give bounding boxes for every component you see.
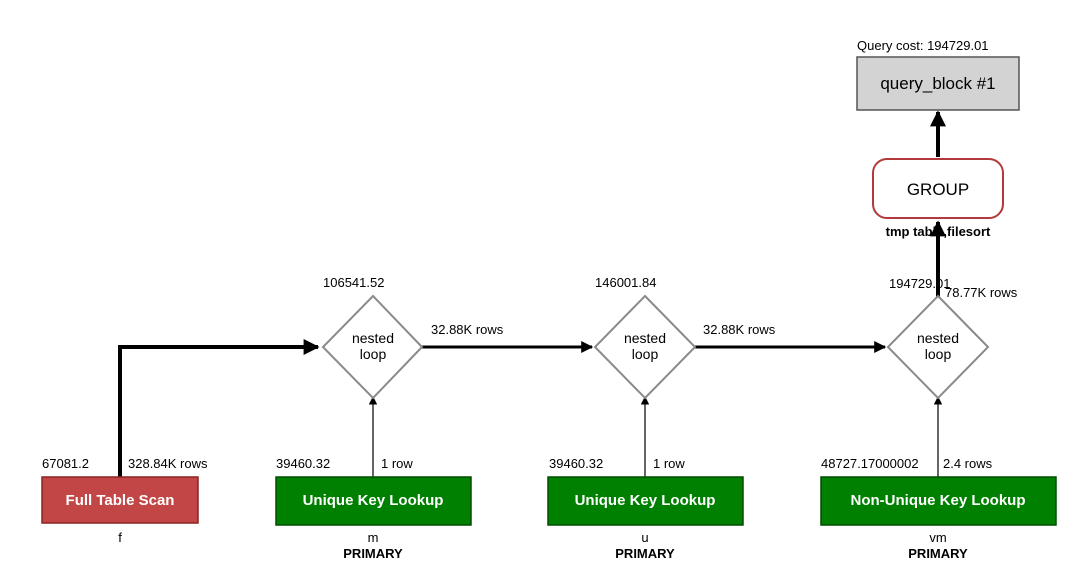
edge-rows-label: 78.77K rows [945,285,1018,300]
table-name: u [641,530,648,545]
access-rows: 1 row [653,456,685,471]
group-sublabel: tmp table,filesort [886,224,991,239]
nested-loop-diamond [321,294,424,400]
loop-cost: 106541.52 [323,275,384,290]
access-cost: 39460.32 [276,456,330,471]
unique-key-lookup-label: Unique Key Lookup [303,492,444,509]
table-name: vm [929,530,946,545]
nested-loop-node[interactable]: nested loop [321,294,424,400]
edge-scan-to-loop1 [118,339,320,477]
table-name: f [118,530,122,545]
full-table-scan-box [41,476,199,524]
access-cost: 39460.32 [549,456,603,471]
query-block-node[interactable]: query_block #1 [856,56,1020,111]
unique-key-lookup-box [547,476,744,526]
key-name: PRIMARY [615,546,675,561]
loop-cost: 194729.01 [889,276,950,291]
nested-loop-label-line1: nested [352,330,394,346]
edge-rows-label: 32.88K rows [431,322,504,337]
query-block-label: query_block #1 [880,74,995,93]
access-cost: 48727.17000002 [821,456,919,471]
nested-loop-label-line2: loop [360,346,387,362]
nested-loop-node[interactable]: nested loop [886,294,990,400]
nested-loop-label-line1: nested [624,330,666,346]
unique-key-lookup-node[interactable]: Unique Key Lookup [547,476,744,526]
nested-loop-label-line1: nested [917,330,959,346]
access-rows: 2.4 rows [943,456,993,471]
loop-cost: 146001.84 [595,275,656,290]
full-table-scan-label: Full Table Scan [66,492,175,509]
unique-key-lookup-label: Unique Key Lookup [575,492,716,509]
edge-rows-label: 32.88K rows [703,322,776,337]
full-table-scan-node[interactable]: Full Table Scan [41,476,199,524]
group-node[interactable]: GROUP [872,158,1004,219]
nested-loop-node[interactable]: nested loop [593,294,697,400]
query-block-box [856,56,1020,111]
query-cost-label: Query cost: 194729.01 [857,38,989,53]
nested-loop-diamond [886,294,990,400]
nested-loop-label-line2: loop [632,346,659,362]
key-name: PRIMARY [908,546,968,561]
access-cost: 67081.2 [42,456,89,471]
nested-loop-label-line2: loop [925,346,952,362]
non-unique-key-lookup-box [820,476,1057,526]
nested-loop-diamond [593,294,697,400]
table-name: m [368,530,379,545]
non-unique-key-lookup-label: Non-Unique Key Lookup [851,492,1026,509]
group-label: GROUP [907,180,969,199]
non-unique-key-lookup-node[interactable]: Non-Unique Key Lookup [820,476,1057,526]
access-rows: 1 row [381,456,413,471]
unique-key-lookup-box [275,476,472,526]
group-box [872,158,1004,219]
access-rows: 328.84K rows [128,456,208,471]
key-name: PRIMARY [343,546,403,561]
unique-key-lookup-node[interactable]: Unique Key Lookup [275,476,472,526]
